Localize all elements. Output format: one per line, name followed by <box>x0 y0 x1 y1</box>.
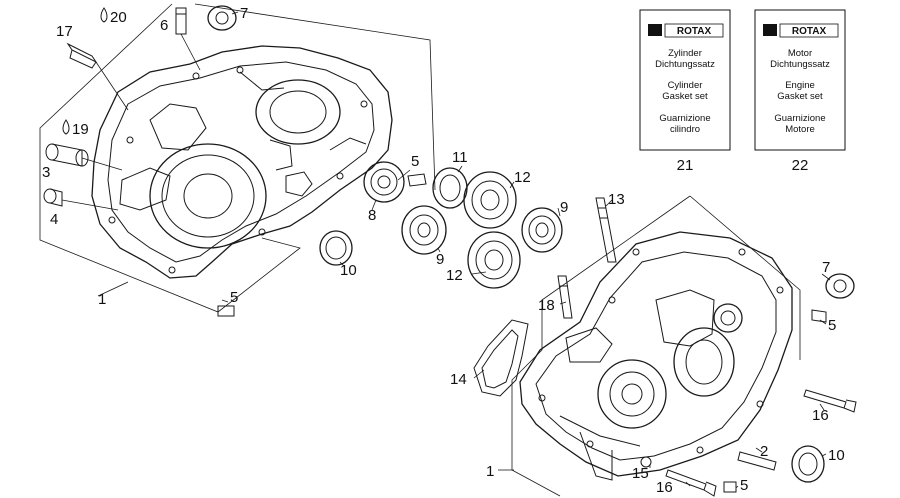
left-crankcase-half <box>91 45 393 279</box>
callout-10: 10 <box>828 447 845 464</box>
part-12-bearing-lower <box>467 231 521 289</box>
kit-line: Cylinder <box>668 80 703 91</box>
oil-drop-icon <box>100 7 108 23</box>
part-2-dowel <box>737 451 777 471</box>
callout-9: 9 <box>560 199 568 216</box>
brand-logo-icon <box>648 24 662 36</box>
callout-22: 22 <box>792 157 809 174</box>
right-crankcase-half <box>519 231 793 481</box>
part-8-bearing <box>363 161 405 203</box>
callout-12: 12 <box>514 169 531 186</box>
part-5-pin-bottom <box>723 481 737 493</box>
callout-6: 6 <box>160 17 168 34</box>
gasket-kit-card-21: ROTAX Zylinder Dichtungssatz Cylinder Ga… <box>639 9 731 174</box>
callout-19: 19 <box>72 121 89 138</box>
brand-name: ROTAX <box>792 26 827 37</box>
callout-15: 15 <box>632 465 649 482</box>
callout-10: 10 <box>340 262 357 279</box>
brand-name: ROTAX <box>677 26 712 37</box>
callout-3: 3 <box>42 164 50 181</box>
callout-5: 5 <box>740 477 748 494</box>
brand-logo-icon <box>763 24 777 36</box>
kit-line: Guarnizione <box>659 113 710 124</box>
kit-line: Guarnizione <box>774 113 825 124</box>
oil-drop-icon <box>62 119 70 135</box>
kit-line: cilindro <box>670 124 700 135</box>
part-9-bearing-right <box>521 207 563 253</box>
part-7-bushing-right <box>825 273 855 299</box>
gasket-kit-card-22: ROTAX Motor Dichtungssatz Engine Gasket … <box>754 9 846 174</box>
part-10-seal-left <box>319 230 353 266</box>
part-5-pin-upper <box>407 173 427 187</box>
callout-1: 1 <box>98 291 106 308</box>
callout-7: 7 <box>822 259 830 276</box>
kit-line: Gasket set <box>662 91 708 102</box>
part-9-bearing-left <box>401 205 447 255</box>
part-14-gasket <box>473 319 529 397</box>
right-crankcase-bracket <box>511 195 801 497</box>
kit-line: Motor <box>788 48 812 59</box>
callout-13: 13 <box>608 191 625 208</box>
part-18-stud <box>557 275 573 319</box>
part-15-washer <box>640 456 652 468</box>
kit-line: Dichtungssatz <box>655 59 715 70</box>
left-crankcase-bracket <box>39 3 436 313</box>
part-7-bushing-top <box>207 5 237 31</box>
callout-14: 14 <box>450 371 467 388</box>
kit-line: Zylinder <box>668 48 702 59</box>
callout-16: 16 <box>812 407 829 424</box>
part-10-seal-right <box>791 445 825 483</box>
callout-5: 5 <box>230 289 238 306</box>
part-17-plug <box>66 42 129 111</box>
callout-2: 2 <box>760 443 768 460</box>
part-11-seal <box>432 167 468 209</box>
part-4-pin <box>43 188 119 211</box>
part-5-pin-lower-left <box>217 305 235 317</box>
callout-5: 5 <box>828 317 836 334</box>
kit-line: Engine <box>785 80 815 91</box>
kit-line: Motore <box>785 124 815 135</box>
callout-1: 1 <box>486 463 494 480</box>
part-5-pin-right <box>811 309 827 323</box>
callout-12: 12 <box>446 267 463 284</box>
part-16-bolt-bottom <box>665 469 717 497</box>
part-13-stud <box>595 197 617 263</box>
callout-20: 20 <box>110 9 127 26</box>
part-6-stud <box>175 7 201 71</box>
part-16-bolt-right <box>803 389 857 413</box>
kit-line: Dichtungssatz <box>770 59 830 70</box>
callout-11: 11 <box>452 149 468 166</box>
callout-16: 16 <box>656 479 673 496</box>
leader-lines <box>97 11 831 489</box>
callout-8: 8 <box>368 207 376 224</box>
callout-21: 21 <box>677 157 694 174</box>
callout-18: 18 <box>538 297 555 314</box>
kit-line: Gasket set <box>777 91 823 102</box>
callout-9: 9 <box>436 251 444 268</box>
part-3-bushing <box>45 143 123 171</box>
callout-labels: 20 17 6 7 19 3 4 1 5 10 8 5 11 12 9 12 9… <box>42 5 845 496</box>
callout-17: 17 <box>56 23 73 40</box>
part-12-bearing-upper <box>463 171 517 229</box>
callout-5: 5 <box>411 153 419 170</box>
callout-4: 4 <box>50 211 58 228</box>
callout-7: 7 <box>240 5 248 22</box>
